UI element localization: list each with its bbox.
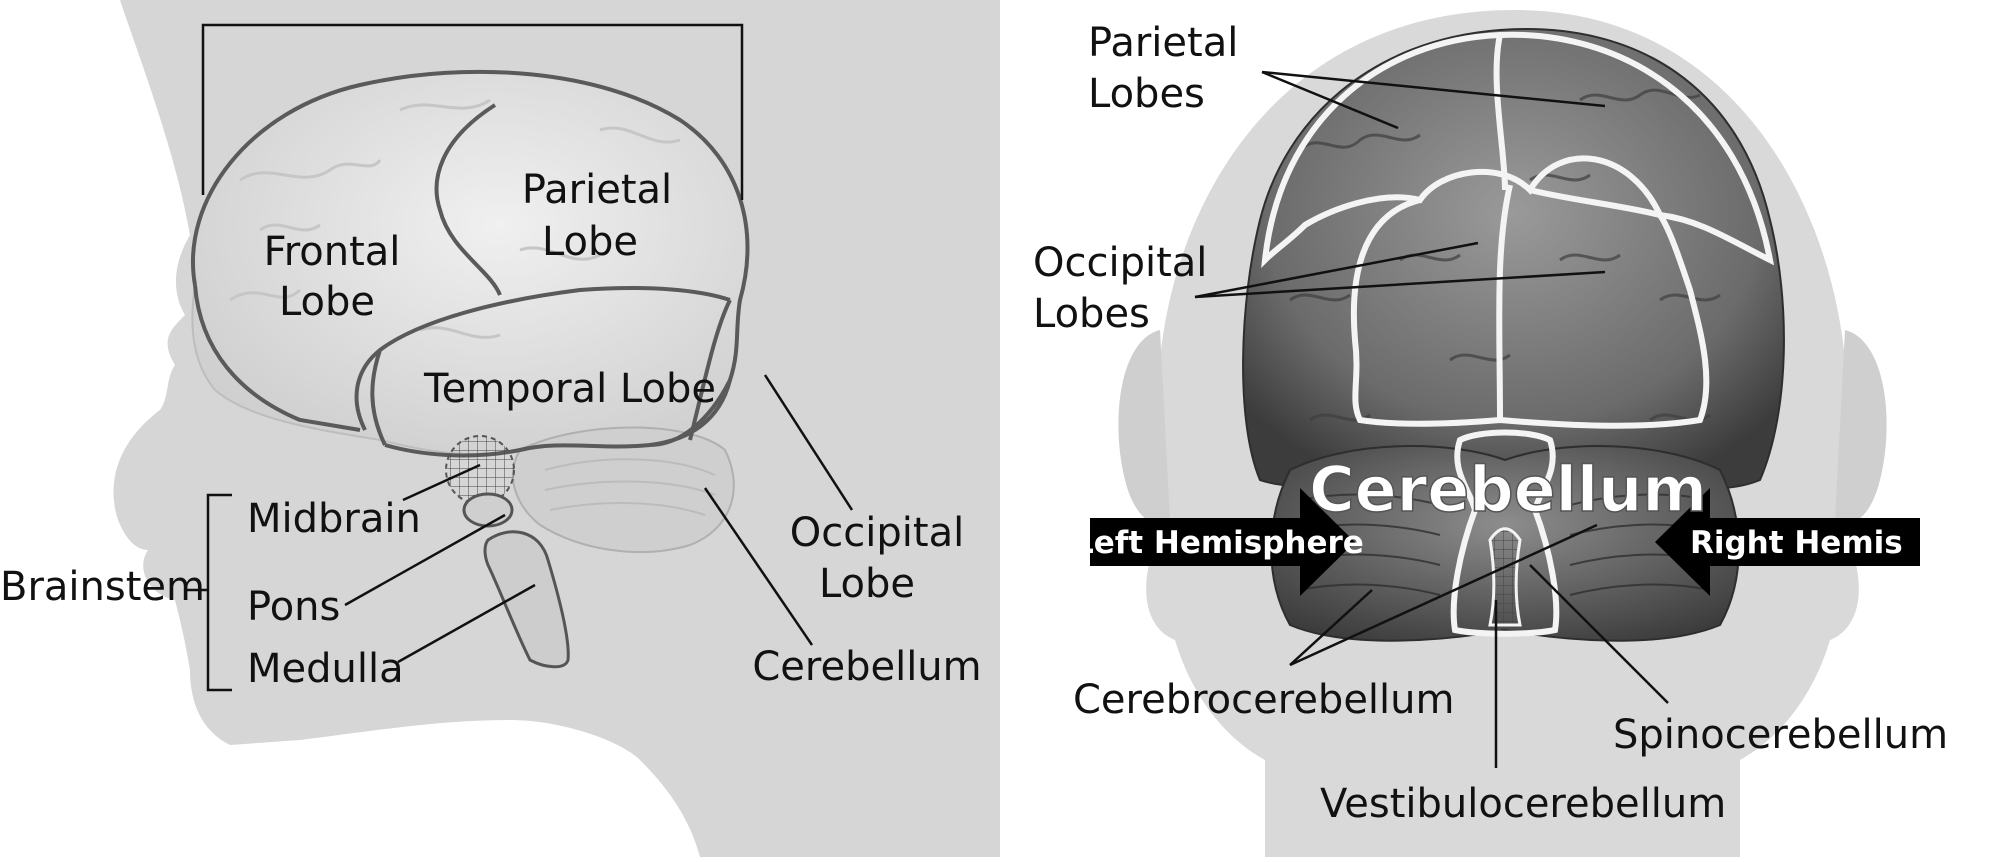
- label-cerebellum-rear: Cerebellum: [1309, 453, 1707, 526]
- left-hemisphere-arrow: [1090, 488, 1355, 596]
- label-right-hemisphere: Right Hemis: [1690, 525, 1903, 561]
- label-brainstem: Brainstem: [0, 564, 205, 610]
- cerebellum-shape: [511, 426, 735, 554]
- label-frontal-lobe-1: Frontal: [264, 229, 401, 275]
- label-pons: Pons: [247, 584, 340, 630]
- vermis-outline: [1450, 429, 1560, 637]
- cerebrum-bracket: [201, 23, 744, 200]
- right-hemisphere-arrow: [1655, 488, 1920, 596]
- label-spinocerebellum: Spinocerebellum: [1613, 712, 1948, 758]
- label-occipital-lobes-1: Occipital: [1033, 240, 1207, 286]
- label-occipital-lobe-2: Lobe: [819, 561, 915, 607]
- midbrain-patch: [445, 435, 515, 505]
- label-parietal-lobes-1: Parietal: [1088, 20, 1238, 66]
- lobe-boundaries: [191, 69, 750, 458]
- label-temporal-lobe: Temporal Lobe: [423, 366, 716, 412]
- parietal-outline: [1261, 31, 1775, 269]
- label-occipital-lobes-2: Lobes: [1033, 291, 1150, 337]
- right-panel-rear-view: Left Hemisphere Right Hemis Cerebellum P…: [1033, 10, 1948, 857]
- label-frontal-lobe-2: Lobe: [279, 279, 375, 325]
- label-midbrain: Midbrain: [247, 496, 421, 542]
- left-panel-side-view: Frontal Lobe Parietal Lobe Temporal Lobe…: [0, 0, 1000, 857]
- pons-shape: [462, 492, 514, 528]
- label-cerebellum: Cerebellum: [752, 644, 981, 690]
- label-occipital-lobe-1: Occipital: [790, 510, 964, 556]
- brainstem-bracket: [206, 493, 232, 692]
- label-left-hemisphere: Left Hemisphere: [1074, 525, 1364, 561]
- label-parietal-lobes-2: Lobes: [1088, 71, 1205, 117]
- medulla-shape: [483, 530, 570, 669]
- label-cerebrocerebellum: Cerebrocerebellum: [1073, 677, 1454, 723]
- occipital-outline: [1350, 187, 1710, 429]
- label-parietal-lobe-1: Parietal: [522, 167, 672, 213]
- label-vestibulocerebellum: Vestibulocerebellum: [1320, 781, 1726, 827]
- label-parietal-lobe-2: Lobe: [542, 219, 638, 265]
- label-medulla: Medulla: [247, 646, 404, 692]
